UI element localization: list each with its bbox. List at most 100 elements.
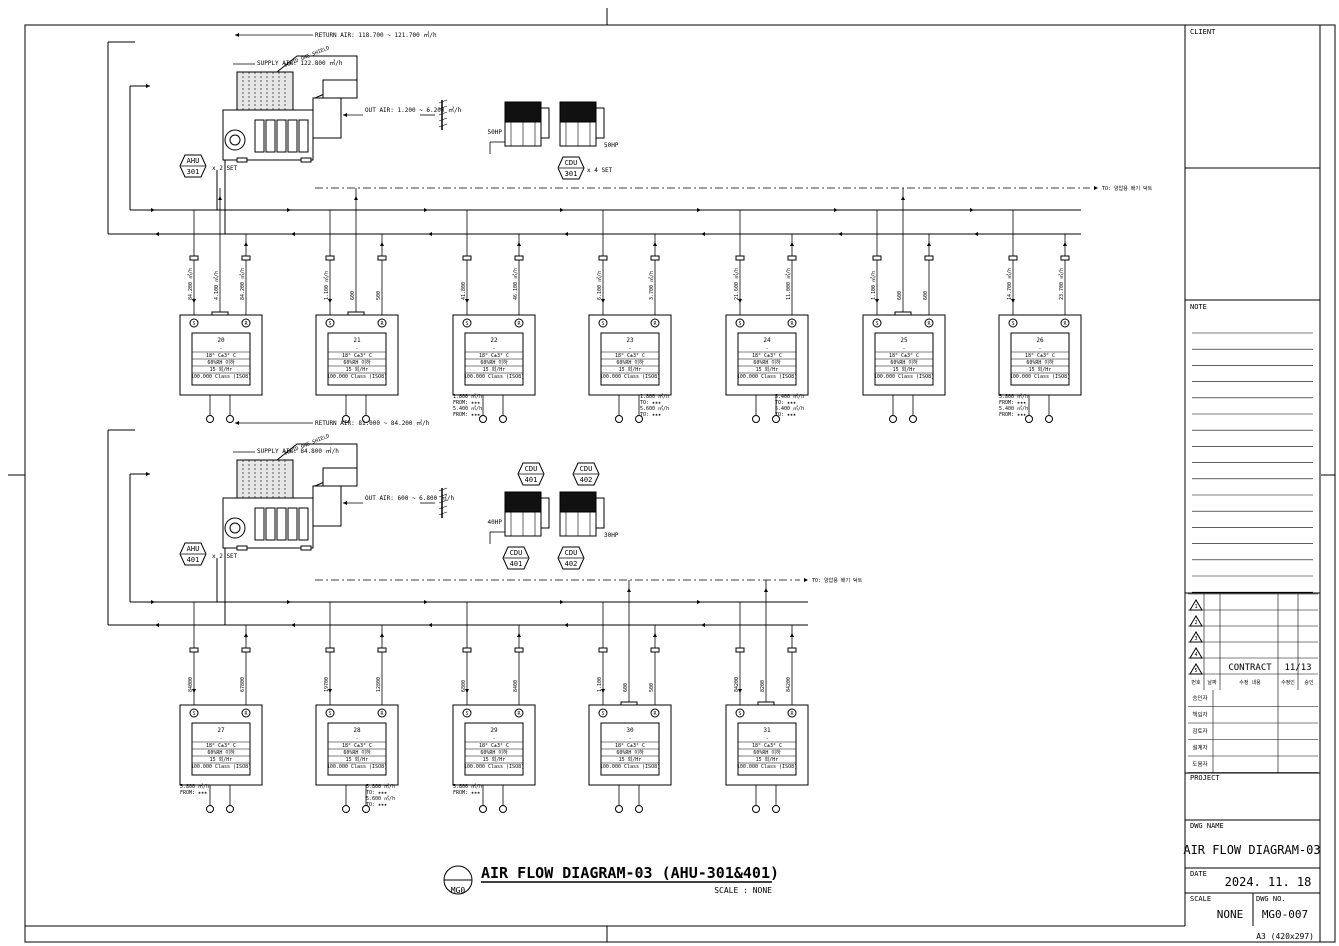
return-grille-icon bbox=[377, 318, 387, 328]
damper-icon bbox=[189, 255, 199, 261]
diffuser-mark: S bbox=[465, 321, 468, 327]
arrow-icon bbox=[601, 299, 605, 303]
airflow-note: 5.400 ㎥/h bbox=[999, 405, 1028, 412]
supply-diffuser-icon bbox=[598, 318, 608, 328]
room-name: 21 bbox=[353, 337, 361, 344]
coil-section bbox=[276, 119, 287, 153]
supply-diffuser-icon bbox=[462, 708, 472, 718]
airflow-note: 5.800 ㎥/h bbox=[366, 783, 395, 790]
room-spec: 60%RH 이하 bbox=[343, 749, 371, 756]
arrow-icon bbox=[192, 299, 196, 303]
date-value: 2024. 11. 18 bbox=[1225, 875, 1312, 889]
grille-mark: R bbox=[927, 321, 931, 327]
revision-triangle-icon bbox=[1189, 631, 1203, 643]
arrow-icon bbox=[343, 501, 347, 505]
return-grille-icon bbox=[650, 318, 660, 328]
airflow-note: 1.800 ㎥/h bbox=[453, 393, 482, 400]
room-spec: 15 회/Hr bbox=[483, 366, 506, 373]
room-spec: 15 회/Hr bbox=[893, 366, 916, 373]
arrow-icon bbox=[601, 689, 605, 693]
out-air-label: OUT AIR: 600 ~ 6.800 ㎥/h bbox=[365, 494, 454, 502]
pipe-end-icon bbox=[889, 415, 897, 423]
supply-air-label: SUPPLY AIR: 122.800 ㎥/h bbox=[257, 59, 343, 67]
airflow-note: 1.800 ㎥/h bbox=[640, 393, 669, 400]
return-grille-icon bbox=[514, 708, 524, 718]
damper-icon bbox=[650, 255, 660, 261]
return-grille-icon bbox=[241, 708, 251, 718]
arrow-icon bbox=[653, 242, 657, 246]
revision-mark: 4 bbox=[1194, 652, 1197, 658]
arrow-icon bbox=[428, 623, 432, 627]
revision-mark: 5 bbox=[1194, 668, 1197, 674]
arrow-icon bbox=[343, 113, 347, 117]
room-spec: 60%RH 이하 bbox=[616, 749, 644, 756]
pipe-end-icon bbox=[226, 805, 234, 813]
room-spec: 100.000 Class (ISO8) bbox=[600, 764, 660, 770]
duct-line bbox=[438, 499, 448, 504]
fan-hub-icon bbox=[229, 134, 241, 146]
arrow-icon bbox=[790, 633, 794, 637]
arrow-icon bbox=[1094, 186, 1098, 190]
arrow-icon bbox=[151, 208, 155, 212]
pipe-end-icon bbox=[499, 805, 507, 813]
pipe-end-icon bbox=[752, 805, 760, 813]
damper-icon bbox=[377, 255, 387, 261]
arrow-icon bbox=[1063, 242, 1067, 246]
arrow-icon bbox=[151, 600, 155, 604]
coil-section bbox=[265, 119, 276, 153]
room-spec: - bbox=[492, 346, 495, 352]
arrow-icon bbox=[465, 689, 469, 693]
arrow-icon bbox=[235, 421, 239, 425]
arrow-icon bbox=[517, 633, 521, 637]
supply-airflow: 6.100 ㎥/h bbox=[596, 271, 603, 300]
supply-diffuser-icon bbox=[325, 318, 335, 328]
paper-size: A3 (420x297) bbox=[1256, 932, 1314, 941]
room-spec: 100.000 Class (ISO8) bbox=[600, 374, 660, 380]
return-grille-icon bbox=[1060, 318, 1070, 328]
pipe-end-icon bbox=[362, 805, 370, 813]
room-spec: 100.000 Class (ISO8) bbox=[327, 764, 387, 770]
exhaust-airflow: 600 bbox=[897, 291, 903, 300]
supply-diffuser-icon bbox=[189, 318, 199, 328]
room-spec: 18° C±3° C bbox=[342, 743, 372, 749]
dwg-name-label: DWG NAME bbox=[1190, 822, 1224, 830]
exhaust-destination: TO: 양압용 배기 덕트 bbox=[812, 577, 863, 584]
room-spec: 60%RH 이하 bbox=[616, 359, 644, 366]
airflow-note: FROM: ★★★ bbox=[999, 400, 1026, 406]
airflow-note: 5.800 ㎥/h bbox=[999, 393, 1028, 400]
airflow-note: FROM: ★★★ bbox=[453, 412, 480, 418]
room-spec: 60%RH 이하 bbox=[480, 359, 508, 366]
duct-line bbox=[438, 111, 448, 116]
damper-icon bbox=[872, 255, 882, 261]
cdu-fans bbox=[559, 491, 597, 513]
arrow-icon bbox=[564, 232, 568, 236]
tag-number: 301 bbox=[187, 168, 200, 176]
arrow-icon bbox=[244, 242, 248, 246]
supply-airflow: 14.700 ㎥/h bbox=[1006, 268, 1013, 300]
diffuser-mark: S bbox=[465, 711, 468, 717]
revision-header: 수정 내용 bbox=[1239, 679, 1261, 686]
airflow-note: 5.600 ㎥/h bbox=[366, 795, 395, 802]
arrow-icon bbox=[328, 299, 332, 303]
revision-mark: 2 bbox=[1194, 620, 1197, 626]
coil-section bbox=[254, 507, 265, 541]
dwg-no-label: DWG NO. bbox=[1256, 895, 1286, 903]
scale-label: SCALE bbox=[1190, 895, 1211, 903]
arrow-icon bbox=[291, 623, 295, 627]
room-spec: 60%RH 이하 bbox=[207, 359, 235, 366]
damper-icon bbox=[650, 647, 660, 653]
arrow-icon bbox=[465, 299, 469, 303]
airflow-note: 5.800 ㎥/h bbox=[180, 783, 209, 790]
room-name: 26 bbox=[1036, 337, 1044, 344]
room-name: 28 bbox=[353, 727, 361, 734]
revision-header: 날짜 bbox=[1207, 679, 1217, 686]
room-name: 20 bbox=[217, 337, 225, 344]
return-airflow: 500 bbox=[649, 683, 655, 692]
pipe-end-icon bbox=[772, 415, 780, 423]
